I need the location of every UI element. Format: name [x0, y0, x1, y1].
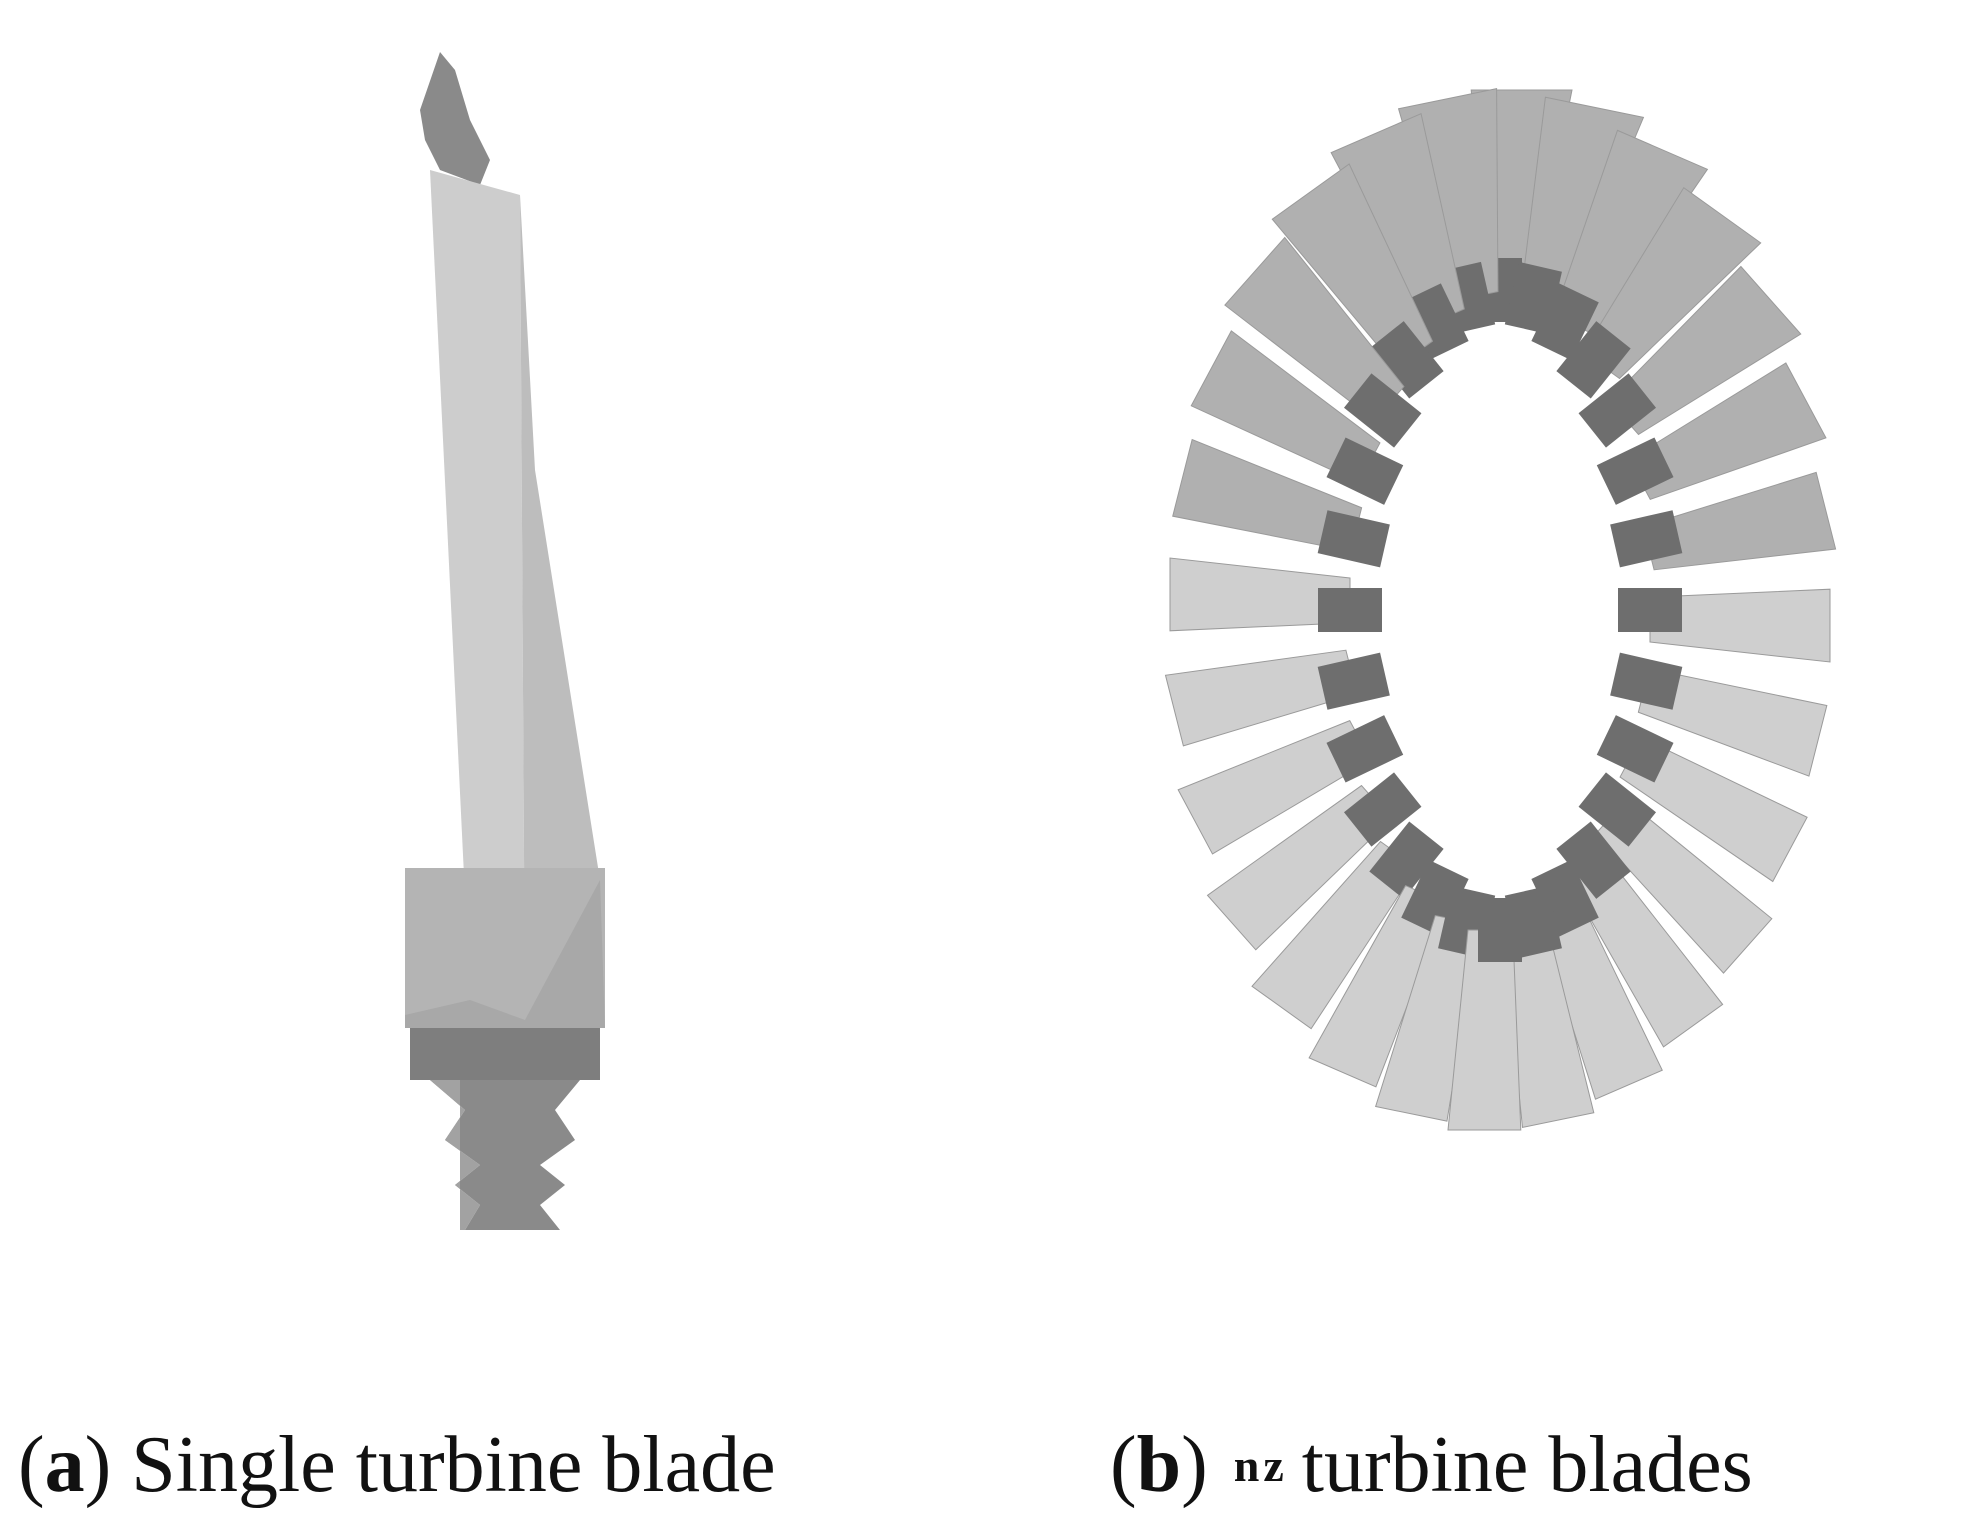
caption-text-b: turbine blades	[1301, 1421, 1753, 1509]
ring-blade-root	[1369, 821, 1444, 899]
caption-paren-open: (	[18, 1421, 45, 1509]
ring-blade	[1610, 652, 1828, 777]
ring-blade	[1172, 438, 1390, 568]
blade-airfoil-front	[430, 170, 525, 1020]
ring-blade	[1308, 859, 1469, 1088]
blade-platform-shade	[405, 880, 605, 1028]
blade-fir-tree-root	[430, 1080, 580, 1230]
ring-blade-root	[1318, 588, 1382, 632]
single-blade-figure	[405, 52, 605, 1230]
ring-blade-root	[1556, 321, 1631, 399]
ring-blade	[1618, 588, 1831, 663]
ring-blade-root	[1326, 715, 1404, 783]
ring-blade	[1169, 557, 1382, 632]
ring-blade-root	[1531, 859, 1599, 937]
caption-text-a: Single turbine blade	[111, 1421, 776, 1509]
ring-blade	[1556, 821, 1724, 1048]
ring-blade-root	[1610, 510, 1683, 568]
ring-blade	[1177, 715, 1404, 855]
caption-paren-close: )	[84, 1421, 112, 1509]
caption-nz-symbol: nz	[1233, 1440, 1288, 1491]
caption-letter-a: a	[44, 1421, 85, 1509]
ring-blade-root	[1578, 772, 1657, 847]
ring-blade	[1447, 898, 1522, 1131]
caption-paren-open: (	[1110, 1421, 1137, 1509]
ring-blade-root	[1618, 588, 1682, 632]
ring-blade-root	[1531, 283, 1599, 361]
ring-blade	[1206, 772, 1422, 951]
ring-blade-root	[1326, 437, 1404, 505]
ring-blade-root	[1596, 715, 1674, 783]
blade-airfoil-side	[520, 195, 600, 1020]
ring-blade	[1596, 362, 1827, 505]
ring-blade-root	[1478, 898, 1522, 962]
ring-blade	[1271, 163, 1444, 399]
blade-ring-figure	[1164, 88, 1837, 1131]
caption-letter-b: b	[1136, 1421, 1182, 1509]
ring-blade	[1251, 821, 1444, 1030]
ring-blade-root	[1343, 772, 1422, 847]
ring-blade-root	[1578, 373, 1657, 448]
panel-single-blade: (a) Single turbine blade	[0, 0, 960, 1539]
ring-blade-root	[1401, 283, 1469, 361]
ring-blade	[1578, 772, 1773, 974]
ring-blade-root	[1317, 510, 1390, 568]
ring-blade-root	[1556, 821, 1631, 899]
ring-blade-root	[1369, 321, 1444, 399]
ring-blade-root	[1401, 859, 1469, 937]
ring-blade	[1164, 649, 1390, 747]
ring-blade	[1556, 186, 1762, 399]
ring-blade	[1596, 715, 1808, 883]
ring-blade	[1578, 265, 1802, 448]
panel-blade-ring: (b) nz turbine blades	[1080, 0, 1986, 1539]
ring-blade	[1531, 859, 1663, 1100]
ring-blade-root	[1596, 437, 1674, 505]
blade-root-band	[410, 1028, 600, 1080]
caption-paren-close: )	[1181, 1421, 1208, 1509]
ring-blade-root	[1610, 652, 1683, 710]
caption-single-blade: (a) Single turbine blade	[18, 1425, 776, 1505]
ring-blade-root	[1343, 373, 1422, 448]
ring-blade	[1330, 112, 1469, 361]
ring-blade-root	[1317, 652, 1390, 710]
ring-blade	[1224, 236, 1422, 448]
ring-blade	[1190, 330, 1404, 505]
blade-tip	[420, 52, 490, 185]
ring-blade	[1610, 471, 1837, 571]
